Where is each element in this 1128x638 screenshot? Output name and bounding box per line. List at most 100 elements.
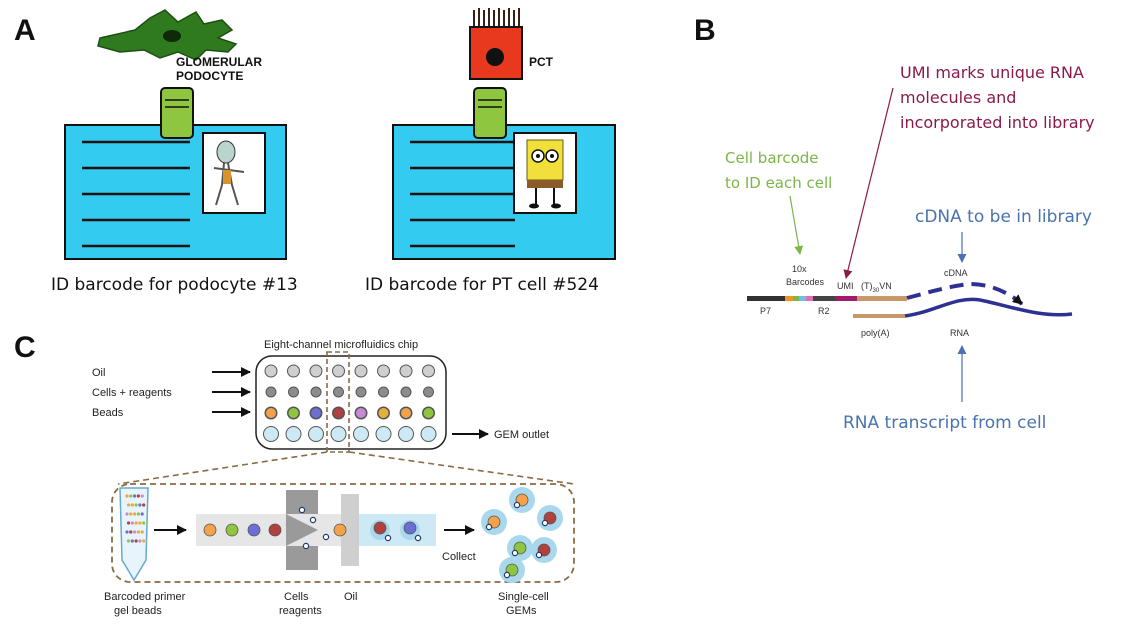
channel-bead	[247, 523, 261, 537]
chip-well	[308, 426, 324, 442]
chip-well	[309, 364, 323, 378]
gem-cell	[511, 549, 519, 557]
tube-bead	[138, 521, 142, 525]
tube-bead	[133, 512, 137, 516]
cell-dot	[298, 506, 306, 514]
panel-b: B UMI marks unique RNA molecules and inc…	[694, 14, 1095, 433]
cell-dot	[302, 542, 310, 550]
chip-wells	[263, 364, 437, 442]
chip-well	[332, 407, 345, 419]
rna-note: RNA transcript from cell	[843, 413, 1046, 433]
channel-bead	[333, 523, 347, 537]
chip-well	[354, 364, 368, 378]
zoom-detail-box	[111, 483, 575, 583]
cdna-note: cDNA to be in library	[915, 207, 1092, 227]
tube-bead	[130, 539, 134, 543]
tube-bead	[126, 503, 131, 507]
gem-outlet-label: GEM outlet	[494, 429, 549, 441]
channel-beads	[203, 506, 422, 550]
polya-bar	[853, 314, 905, 318]
chip-well	[332, 364, 345, 378]
chip-well	[288, 386, 299, 398]
chip-well	[265, 386, 277, 398]
collect-label: Collect	[442, 551, 476, 563]
label-t: (T)30VN	[861, 281, 892, 294]
chip-well	[377, 364, 390, 378]
row-label-cells: Cells + reagents	[92, 387, 172, 399]
chip-well	[355, 407, 367, 419]
tube-bead	[134, 521, 138, 525]
tube-bead	[133, 530, 137, 534]
chip-well	[333, 386, 344, 398]
chip-well	[330, 426, 347, 442]
character-portrait-icon	[213, 140, 245, 206]
podocyte-badge-clip-icon	[160, 87, 194, 139]
chip-title: Eight-channel microfluidics chip	[264, 339, 418, 351]
tube-bead	[133, 494, 137, 498]
row-label-beads: Beads	[92, 407, 124, 419]
umi-note-line1: UMI marks unique RNA	[900, 63, 1084, 82]
chip-well	[265, 407, 277, 419]
cell-dot	[414, 534, 422, 542]
label-rna: RNA	[950, 328, 969, 338]
pct-badge-clip-icon	[473, 87, 507, 139]
zoom-guide-left	[117, 451, 328, 485]
label-cdna: cDNA	[944, 268, 968, 278]
tube-bead	[134, 539, 138, 543]
channel-bead	[203, 523, 217, 537]
tube-bead	[142, 521, 146, 525]
tube-bead	[142, 503, 146, 507]
panel-a-letter: A	[14, 14, 36, 47]
barcode-construct	[747, 296, 907, 301]
chip-well	[400, 386, 412, 398]
caption-gems-line2: GEMs	[506, 605, 537, 617]
caption-oil: Oil	[344, 591, 357, 603]
rna-strand	[904, 297, 1073, 318]
gem-cell	[485, 523, 493, 531]
channel-bead	[403, 521, 417, 535]
gem-cell	[541, 519, 549, 527]
label-r2: R2	[818, 306, 830, 316]
bead-tube-icon	[119, 487, 149, 582]
tube-bead	[130, 503, 134, 507]
pct-label: PCT	[529, 55, 554, 69]
label-p7: P7	[760, 306, 771, 316]
tube-bead	[138, 503, 142, 507]
chip-well	[400, 407, 412, 419]
tube-bead	[140, 494, 144, 498]
label-10x: 10x	[792, 264, 807, 274]
podocyte-id-card	[64, 124, 287, 260]
caption-gems-line1: Single-cell	[498, 591, 549, 603]
chip-well	[378, 386, 389, 398]
chip-well	[263, 426, 279, 442]
chip-well	[377, 407, 390, 419]
tube-bead	[136, 530, 140, 534]
tube-bead	[138, 539, 142, 543]
channel-bead	[225, 523, 239, 537]
caption-beads-line2: gel beads	[114, 605, 162, 617]
panel-c: C Eight-channel microfluidics chip Oil C…	[14, 331, 575, 617]
umi-arrow	[843, 87, 894, 279]
tube-bead	[129, 494, 133, 498]
chip-well	[422, 364, 435, 378]
podocyte-caption: ID barcode for podocyte #13	[51, 275, 298, 295]
microfluidics-chip	[255, 351, 447, 453]
tube-bead	[129, 530, 133, 534]
row-label-oil: Oil	[92, 367, 105, 379]
chip-well	[398, 426, 414, 442]
caption-cells-line1: Cells	[284, 591, 309, 603]
chip-well	[287, 364, 300, 378]
label-barcodes: Barcodes	[786, 277, 825, 287]
chip-well	[422, 407, 435, 419]
chip-well	[287, 407, 300, 419]
tube-bead	[134, 503, 138, 507]
cell-dot	[384, 534, 392, 542]
panel-c-letter: C	[14, 331, 36, 364]
gem-cell	[503, 571, 511, 579]
pct-cell-icon	[469, 8, 523, 80]
panel-a: A GLOMERULAR PODOCYTE	[14, 8, 616, 295]
tube-bead	[140, 530, 144, 534]
chip-well	[310, 386, 322, 398]
pct-id-card	[392, 124, 616, 260]
